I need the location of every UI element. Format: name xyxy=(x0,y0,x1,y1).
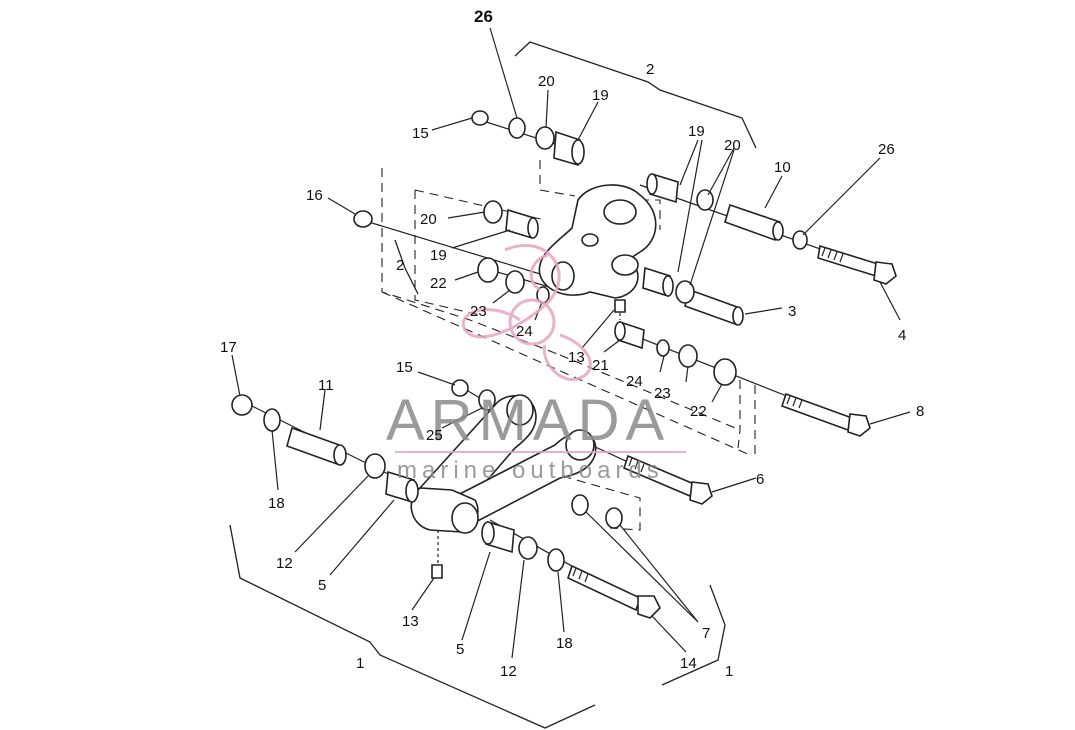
callout-12-right: 12 xyxy=(500,663,517,680)
callout-20-right: 20 xyxy=(724,137,741,154)
callout-19-mid: 19 xyxy=(430,247,447,264)
watermark: ARMADA marine outboards xyxy=(386,243,686,484)
lower-link xyxy=(410,394,597,534)
callout-5-right: 5 xyxy=(456,641,464,658)
watermark-logo xyxy=(461,243,592,381)
spacer-12-right xyxy=(518,536,538,560)
washer-20-right xyxy=(696,189,714,211)
bolt-4 xyxy=(817,244,897,285)
callout-7: 7 xyxy=(702,625,710,642)
nut-17 xyxy=(231,394,253,416)
bushing-5-left xyxy=(385,470,419,504)
callout-13-upper: 13 xyxy=(568,349,585,366)
callout-1-left: 1 xyxy=(356,655,364,672)
callout-6: 6 xyxy=(756,471,764,488)
callout-15-lower: 15 xyxy=(396,359,413,376)
callout-26-right: 26 xyxy=(878,141,895,158)
washer-18-left xyxy=(263,408,281,432)
bushing-21 xyxy=(614,320,645,350)
bolt-14 xyxy=(567,564,661,619)
assembly-outline-right xyxy=(737,380,756,455)
washer-24-right xyxy=(656,339,670,357)
washer-7-a xyxy=(571,494,589,516)
spacer-right-housing xyxy=(675,280,695,304)
assembly-outline-lower xyxy=(547,471,641,531)
callout-18-right: 18 xyxy=(556,635,573,652)
bushing-19-top xyxy=(553,130,585,167)
callout-13-lower: 13 xyxy=(402,613,419,630)
bolt-6 xyxy=(623,454,713,505)
callout-22-right: 22 xyxy=(690,403,707,420)
washer-7-b xyxy=(605,507,623,529)
callout-2-left: 2 xyxy=(396,257,404,274)
spacer-20-mid xyxy=(483,200,503,224)
nut-15-lower xyxy=(451,379,469,397)
callout-25: 25 xyxy=(426,427,443,444)
callout-21: 21 xyxy=(592,357,609,374)
washer-18-right xyxy=(547,548,565,572)
seal-23-left xyxy=(505,270,525,294)
bolt-8 xyxy=(780,392,871,437)
callout-19-top: 19 xyxy=(592,87,609,104)
callout-24-left: 24 xyxy=(516,323,533,340)
callout-20-top: 20 xyxy=(538,73,555,90)
watermark-brand: ARMADA xyxy=(386,388,670,453)
callout-16: 16 xyxy=(306,187,323,204)
callout-26-top: 26 xyxy=(474,7,493,26)
callout-2-top: 2 xyxy=(646,61,654,78)
callout-22-left: 22 xyxy=(430,275,447,292)
callout-5-left: 5 xyxy=(318,577,326,594)
callout-20-mid: 20 xyxy=(420,211,437,228)
bracket-2-top xyxy=(514,41,757,149)
washer-26-right xyxy=(792,230,808,250)
callout-24-right: 24 xyxy=(626,373,643,390)
washer-26-top xyxy=(508,117,526,139)
bushing-right-housing xyxy=(642,266,674,298)
bushing-19-right xyxy=(646,172,679,204)
upper-link-housing xyxy=(538,184,657,299)
callout-14: 14 xyxy=(680,655,697,672)
grease-fitting-13-lower xyxy=(431,564,443,579)
bushing-5-right xyxy=(481,520,515,554)
callout-1-right: 1 xyxy=(725,663,733,680)
bracket-1-left xyxy=(229,524,596,729)
watermark-tagline: marine outboards xyxy=(397,457,664,484)
callout-3: 3 xyxy=(788,303,796,320)
leader-lines xyxy=(231,27,911,659)
cap-22-left xyxy=(477,257,499,283)
assembly-outline-upper xyxy=(381,168,561,356)
callout-4: 4 xyxy=(898,327,906,344)
cap-22-right xyxy=(713,358,737,386)
callout-23-right: 23 xyxy=(654,385,671,402)
grease-fitting-13-upper xyxy=(614,299,626,313)
nut-16 xyxy=(353,210,373,228)
callout-11: 11 xyxy=(318,377,334,394)
sleeve-11 xyxy=(286,426,347,466)
washer-25 xyxy=(478,389,496,411)
spacer-20-top xyxy=(535,126,555,150)
nut-15-top xyxy=(471,110,489,126)
sleeve-10 xyxy=(724,203,784,242)
callout-15-top: 15 xyxy=(412,125,429,142)
callout-8: 8 xyxy=(916,403,924,420)
bushing-19-mid xyxy=(505,208,539,240)
bracket-1-right xyxy=(661,584,726,686)
bracket-2-left xyxy=(394,239,419,295)
axis-mid-upper xyxy=(361,219,561,281)
callout-18-left: 18 xyxy=(268,495,285,512)
seal-23-right xyxy=(678,344,698,368)
callout-labels: 26 2 20 19 15 19 20 10 26 16 20 19 2 22 … xyxy=(220,7,924,680)
callout-23-left: 23 xyxy=(470,303,487,320)
callout-19-right: 19 xyxy=(688,123,705,140)
callout-17: 17 xyxy=(220,339,237,356)
spacer-12-left xyxy=(364,453,386,479)
callout-12-left: 12 xyxy=(276,555,293,572)
callout-10: 10 xyxy=(774,159,791,176)
